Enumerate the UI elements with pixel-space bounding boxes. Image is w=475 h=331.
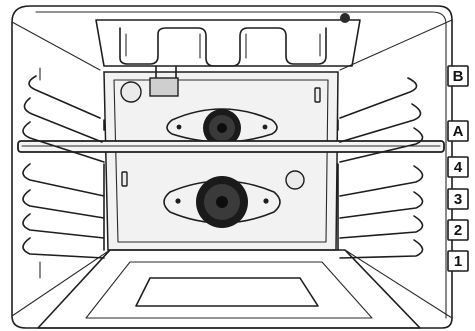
rack-label-4-text: 4	[454, 159, 463, 176]
rack-label-a-text: A	[453, 123, 464, 140]
rack-label-1: 1	[448, 251, 468, 271]
rack-label-b-text: B	[453, 68, 464, 85]
wire-rack	[18, 141, 444, 152]
rack-label-2: 2	[448, 220, 468, 240]
rack-position-labels: B A 4 3 2 1	[448, 66, 468, 271]
rack-label-b: B	[448, 66, 468, 86]
rack-label-a: A	[448, 121, 468, 141]
rack-label-3-text: 3	[454, 191, 462, 208]
rack-label-4: 4	[448, 157, 468, 177]
rack-label-2-text: 2	[454, 222, 462, 239]
rack-label-1-text: 1	[454, 253, 462, 270]
rack-label-3: 3	[448, 189, 468, 209]
left-rack-guides	[23, 68, 104, 278]
